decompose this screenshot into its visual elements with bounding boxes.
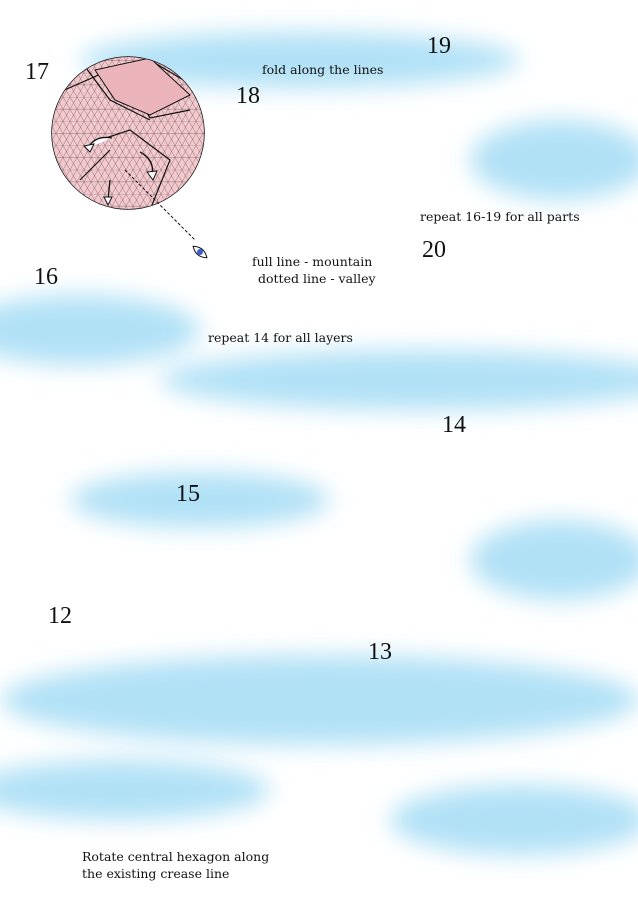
step-17-diagram bbox=[51, 56, 208, 259]
caption-repeat-16-19: repeat 16-19 for all parts bbox=[420, 209, 580, 224]
caption-repeat-14: repeat 14 for all layers bbox=[208, 330, 353, 345]
step-number-16: 16 bbox=[34, 264, 58, 290]
step-number-15: 15 bbox=[176, 481, 200, 507]
caption-legend-mountain: full line - mountain bbox=[252, 254, 373, 269]
step-number-20: 20 bbox=[422, 237, 446, 263]
step-number-19: 19 bbox=[427, 33, 451, 59]
step-number-14: 14 bbox=[442, 412, 466, 438]
step-number-13: 13 bbox=[368, 639, 392, 665]
caption-legend-valley: dotted line - valley bbox=[258, 271, 376, 286]
eye-icon bbox=[192, 245, 208, 259]
step-number-17: 17 bbox=[25, 59, 49, 85]
caption-rotate-line-1: Rotate central hexagon along bbox=[82, 849, 270, 864]
caption-rotate-line-2: the existing crease line bbox=[82, 866, 230, 881]
step-number-12: 12 bbox=[48, 603, 72, 629]
caption-fold-along-lines: fold along the lines bbox=[262, 62, 384, 77]
step-number-18: 18 bbox=[236, 83, 260, 109]
